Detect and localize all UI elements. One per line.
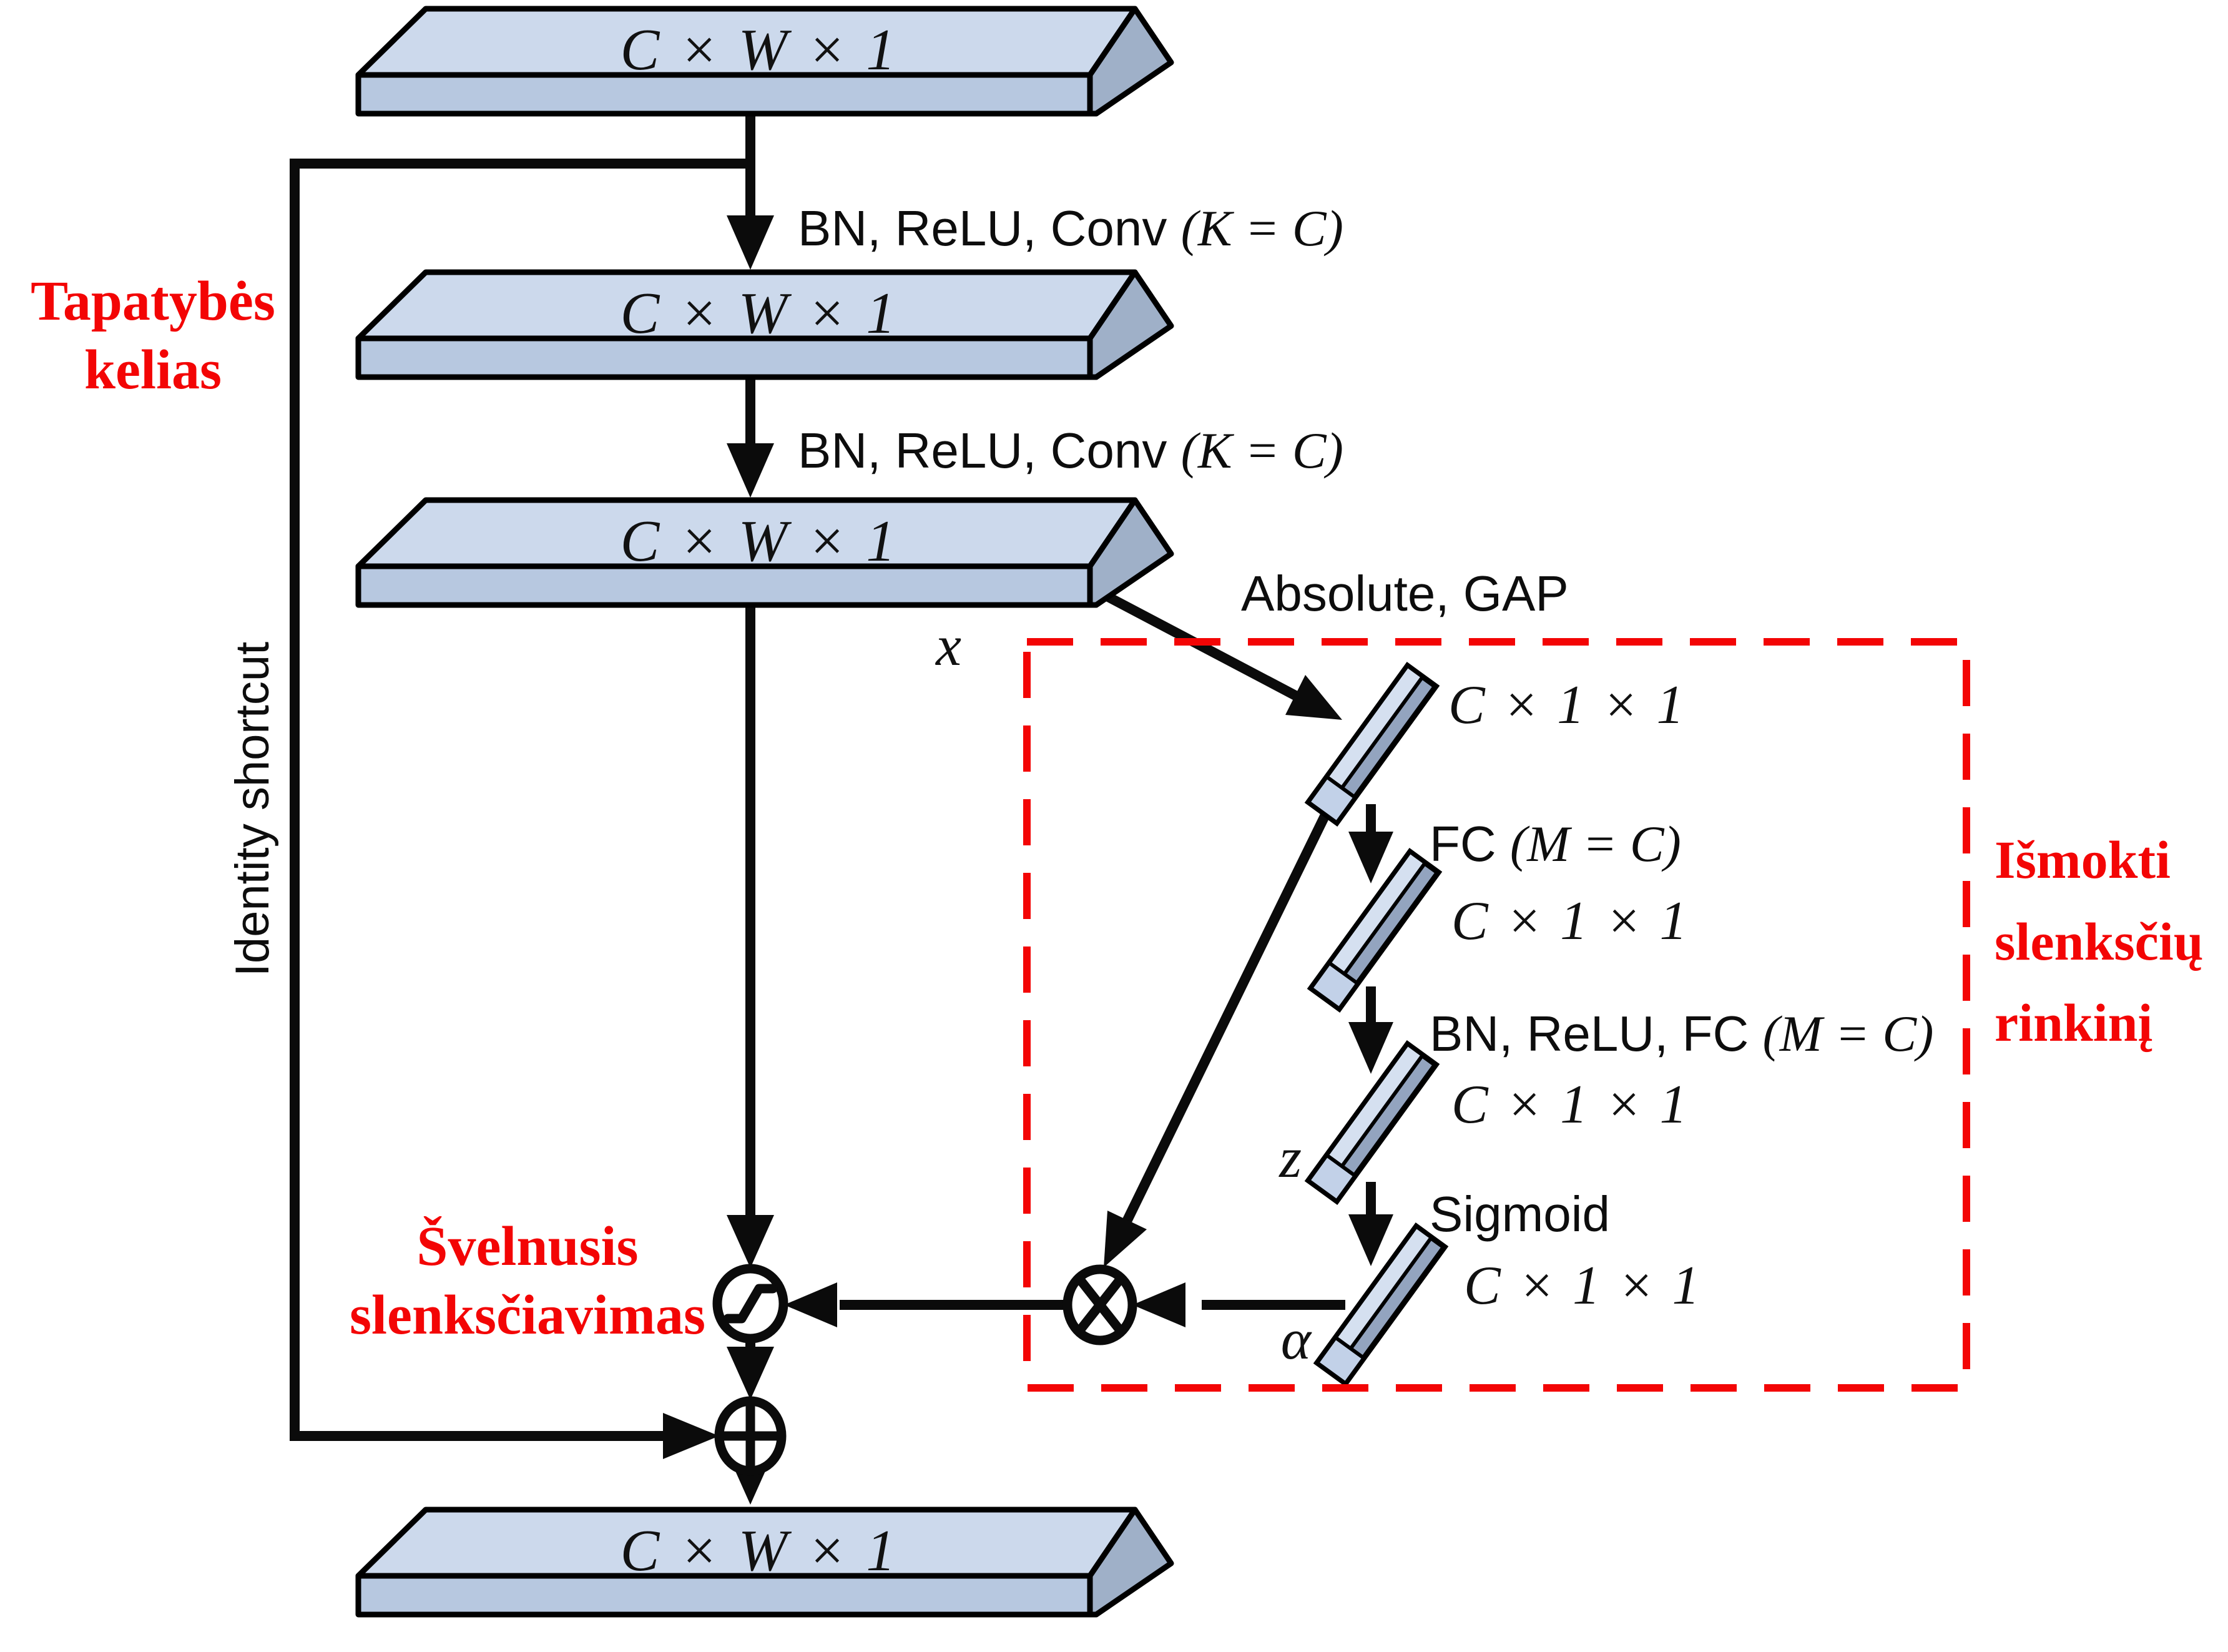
fc1-vector-bar: [1311, 852, 1438, 1008]
arrow-soft-to-add: [727, 1347, 774, 1400]
arrow-x-into-multiply: [1104, 1211, 1147, 1267]
flow-lines: [290, 94, 1376, 1478]
arrow-sigmoid: [1348, 1214, 1393, 1266]
soft-threshold-line2: slenksčiavimas: [349, 1284, 706, 1346]
fc2-op-label: BN, ReLU, FC (M = C): [1430, 1006, 1933, 1062]
conv1-op-math: (K = C): [1180, 200, 1343, 257]
x-variable-label: x: [936, 614, 961, 677]
conv2-op-text: BN, ReLU, Conv: [798, 423, 1181, 478]
fc2-vector-label: C × 1 × 1: [1451, 1074, 1689, 1135]
conv1-slab-label: C × W × 1: [620, 281, 898, 346]
identity-shortcut-label: Identity shortcut: [226, 641, 279, 977]
fc2-op-math: (M = C): [1762, 1005, 1934, 1062]
z-variable-label: z: [1279, 1126, 1302, 1189]
conv2-slab-label: C × W × 1: [620, 509, 898, 574]
gap-vector-bar: [1308, 666, 1436, 822]
soft-threshold-line1: Švelnusis: [416, 1216, 639, 1277]
gap-op-label: Absolute, GAP: [1241, 566, 1569, 621]
input-slab-label: C × W × 1: [620, 17, 898, 82]
add-node: [714, 1396, 787, 1476]
arrow-into-soft-node: [727, 1215, 774, 1268]
sigmoid-vector-label: C × 1 × 1: [1464, 1256, 1702, 1316]
conv2-op-label: BN, ReLU, Conv (K = C): [798, 423, 1343, 479]
learned-thresholds-line1: Išmokti: [1995, 830, 2171, 890]
learned-threshold-dashed-box: [1023, 638, 1970, 1392]
conv1-op-text: BN, ReLU, Conv: [798, 200, 1181, 256]
conv1-op-label: BN, ReLU, Conv (K = C): [798, 200, 1343, 257]
fc1-vector-label: C × 1 × 1: [1451, 891, 1689, 951]
identity-path-annotation: Tapatybės kelias: [6, 267, 300, 405]
fc1-op-label: FC (M = C): [1430, 815, 1681, 872]
fc2-op-text: BN, ReLU, FC: [1430, 1006, 1763, 1061]
multiply-node: [1062, 1264, 1137, 1345]
arrow-into-conv2-slab: [727, 443, 774, 498]
arrow-fc1: [1348, 832, 1393, 883]
soft-threshold-curve-icon: [723, 1284, 778, 1324]
alpha-variable-label: α: [1280, 1307, 1311, 1371]
sigmoid-op-label: Sigmoid: [1430, 1186, 1611, 1242]
gap-vector-label: C × 1 × 1: [1448, 675, 1686, 735]
arrow-into-conv1-slab: [727, 215, 774, 270]
arrow-alpha-into-multiply: [1132, 1282, 1185, 1327]
arrow-fc2: [1348, 1022, 1393, 1074]
learned-thresholds-line2: slenksčių: [1995, 911, 2204, 971]
arrow-gap-into-bar: [1285, 675, 1342, 720]
output-slab-label: C × W × 1: [620, 1518, 898, 1583]
identity-path-line2: kelias: [84, 338, 222, 401]
soft-threshold-node: [712, 1264, 788, 1344]
learned-thresholds-annotation: Išmokti slenksčių rinkinį: [1995, 819, 2204, 1064]
learned-thresholds-line3: rinkinį: [1995, 993, 2153, 1053]
x-to-multiply-diagonal-line: [1122, 806, 1333, 1224]
identity-path-line1: Tapatybės: [31, 270, 275, 332]
fc1-op-math: (M = C): [1509, 815, 1681, 872]
fc1-op-text: FC: [1430, 816, 1510, 872]
arrow-identity-into-add: [663, 1413, 719, 1459]
conv2-op-math: (K = C): [1180, 422, 1343, 479]
arrow-multiply-into-soft: [784, 1282, 837, 1327]
identity-shortcut-line: [290, 159, 750, 1441]
soft-threshold-annotation: Švelnusis slenksčiavimas: [309, 1212, 746, 1350]
